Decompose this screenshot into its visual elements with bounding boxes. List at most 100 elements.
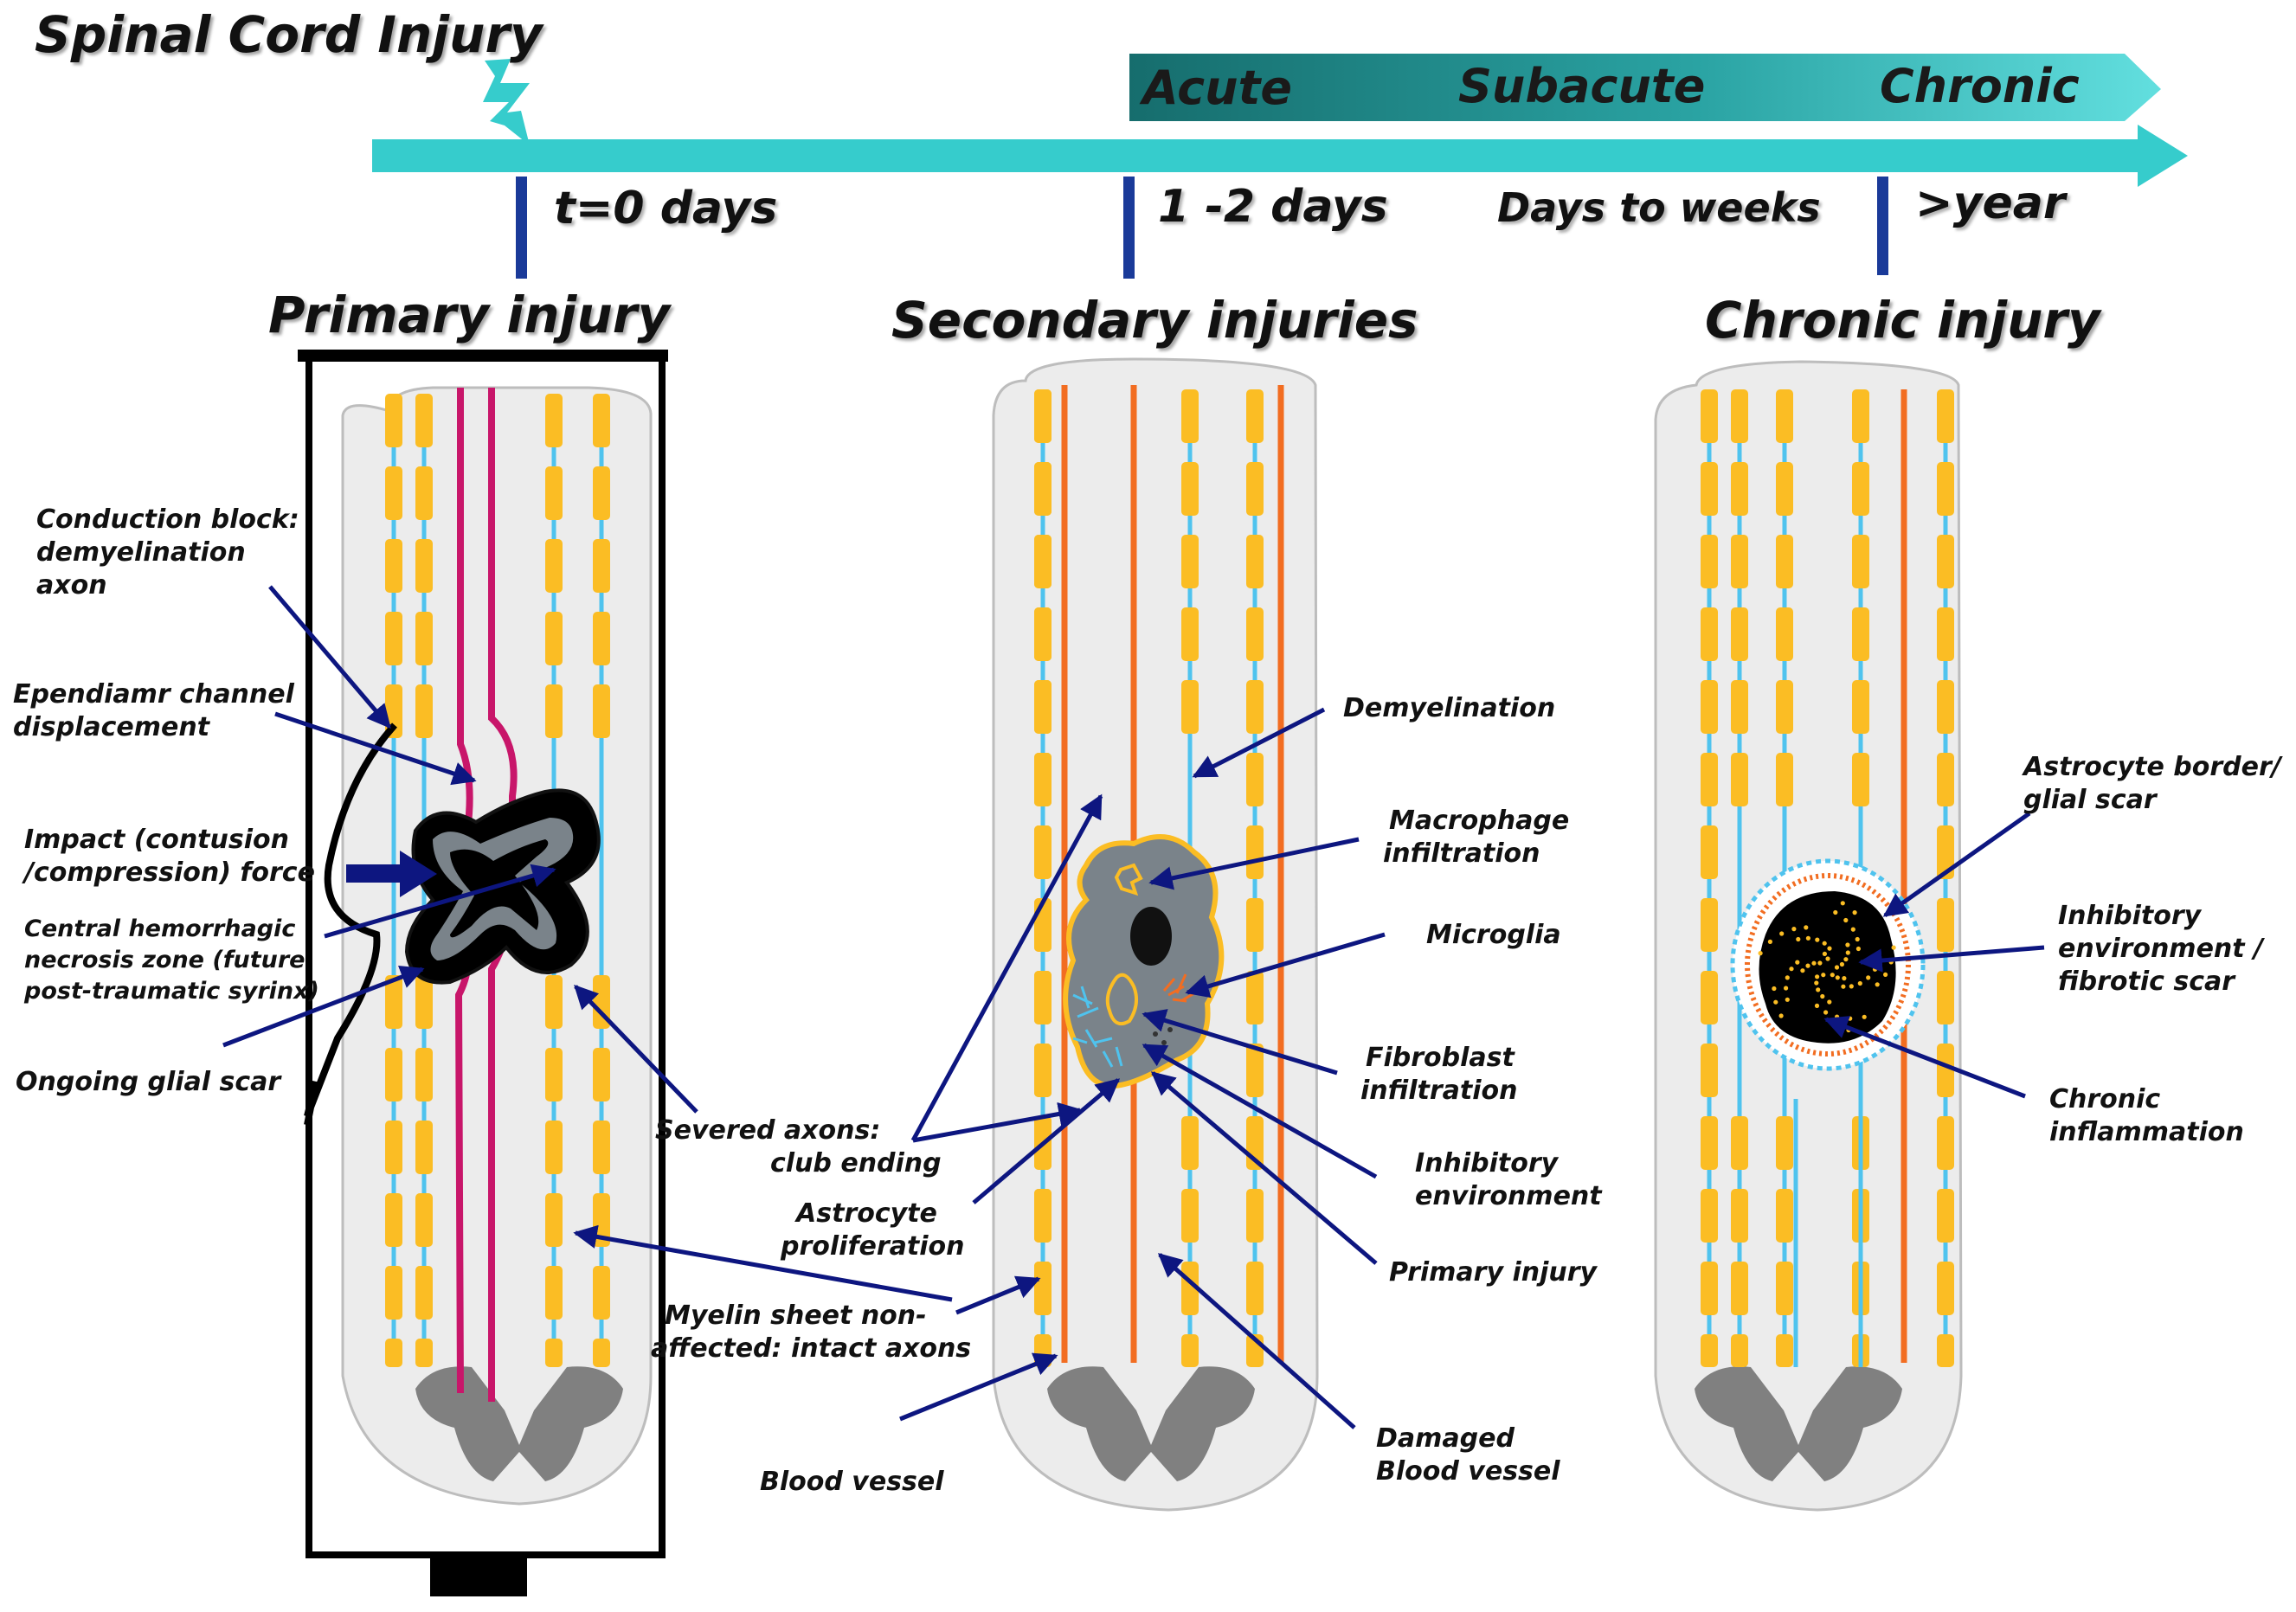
myelin-segment [545,394,563,447]
panel-title-secondary: Secondary injuries [891,291,1418,350]
inflammation-dot [1805,963,1810,968]
inflammation-dot [1827,999,1832,1005]
inflammation-dot [1785,997,1790,1002]
label-blood-vessel: Blood vessel [760,1467,944,1497]
inflammation-dot [1795,960,1800,965]
myelin-segment [415,1193,433,1247]
inflammation-dot [1773,999,1778,1005]
inflammation-dot [1835,1014,1840,1019]
label-fibroblast: Fibroblast infiltration [1360,1043,1523,1106]
myelin-segment [1246,971,1264,1024]
myelin-segment [1701,971,1718,1024]
myelin-segment [1776,1262,1793,1315]
inflammation-dot [1834,965,1840,970]
frame-top-bar [298,350,668,362]
myelin-segment [415,394,433,447]
page-title: Spinal Cord Injury [35,5,544,64]
chronic-axons [1701,389,1954,1367]
primary-injury-panel [298,350,668,1596]
myelin-segment [1776,389,1793,443]
inflammation-dot [1805,935,1810,941]
myelin-segment [385,466,402,520]
myelin-segment [593,684,610,738]
myelin-segment [545,539,563,593]
label-impact-force: Impact (contusion /compression) force [22,825,315,888]
myelin-segment [1937,1116,1954,1170]
myelin-segment [1852,535,1869,588]
inflammation-dot [1758,951,1763,956]
label-demyelination: Demyelination [1343,693,1555,723]
myelin-segment [545,1266,563,1320]
myelin-segment [385,1121,402,1174]
myelin-segment [1731,607,1748,661]
myelin-segment [385,1339,402,1367]
inflammation-dot [1767,939,1772,944]
inflammation-dot [1785,975,1790,980]
inflammation-dot [1862,1014,1867,1019]
myelin-segment [593,612,610,665]
phase-chronic: Chronic [1880,59,2080,113]
label-ependymal-channel: Ependiamr channel displacement [13,679,303,742]
severed-axon-right [488,388,518,1402]
inflammation-dot [1866,975,1871,980]
inflammation-dot [1800,968,1805,973]
label-myelin-intact: Myelin sheet non- affected: intact axons [651,1301,971,1364]
fibrotic-scar-ring [1745,873,1911,1056]
myelin-segment [1776,535,1793,588]
myelin-segment [1776,680,1793,734]
myelin-segment [1246,1189,1264,1243]
myelin-segment [385,975,402,1029]
myelin-segment [1937,898,1954,952]
myelin-segment [1246,462,1264,516]
inflammation-dot [1772,986,1777,992]
inflammation-dot [1855,946,1861,952]
myelin-segment [1034,680,1052,734]
myelin-segment [415,975,433,1029]
label-microglia: Microglia [1426,920,1561,950]
myelin-segment [1181,535,1199,588]
label-astrocyte-border: Astrocyte border/ glial scar [2022,752,2290,815]
myelin-segment [1246,1044,1264,1097]
myelin-segment [1776,1334,1793,1367]
myelin-segment [593,1266,610,1320]
myelin-segment [593,539,610,593]
panel-title-primary: Primary injury [268,286,672,344]
phase-bar [1129,54,2161,121]
inflammation-dot [1848,1016,1853,1021]
ongoing-glial-scar [304,723,397,1126]
label-conduction-block: Conduction block: demyelination axon [36,504,308,600]
inflammation-dot [1789,967,1794,972]
myelin-segment [1246,680,1264,734]
myelin-segment [593,466,610,520]
myelin-segment [1701,389,1718,443]
label-damaged-blood-vessel: Damaged Blood vessel [1376,1423,1560,1487]
inflammation-dot [1821,973,1826,978]
inflammation-dot [1796,936,1801,942]
myelin-segment [1034,1189,1052,1243]
inflammation-dot [1845,950,1850,955]
myelin-segment [1852,462,1869,516]
myelin-segment [545,684,563,738]
myelin-segment [1701,680,1718,734]
myelin-segment [1731,680,1748,734]
inflammation-dot [1779,931,1785,936]
myelin-segment [1246,753,1264,806]
phase-acute: Acute [1139,61,1292,115]
myelin-segment [1246,535,1264,588]
myelin-segment [1181,1189,1199,1243]
myelin-segment [593,1339,610,1367]
necrosis-core [450,839,549,938]
inflammation-dot [1841,984,1846,989]
inflammation-dot [1823,1010,1829,1015]
inflammation-dot [1842,976,1847,981]
myelin-segment [1034,1262,1052,1315]
inflammation-dot [1822,951,1827,956]
myelin-segment [1852,753,1869,806]
myelin-segment [415,684,433,738]
myelin-segment [545,466,563,520]
lesion-core [1130,907,1172,966]
myelin-segment [1181,607,1199,661]
myelin-segment [415,1266,433,1320]
myelin-segment [1852,680,1869,734]
myelin-segment [1937,1262,1954,1315]
